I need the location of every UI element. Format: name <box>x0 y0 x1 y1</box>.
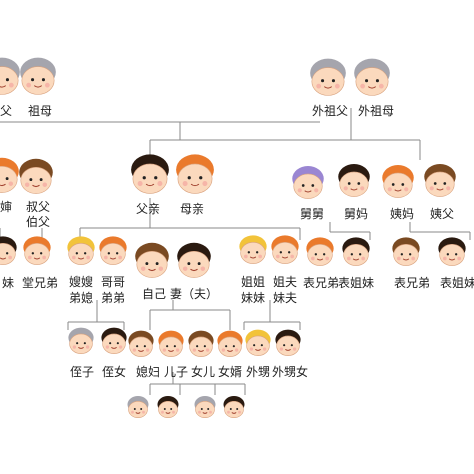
son-in-law-face-icon <box>217 330 243 357</box>
son-face-icon <box>158 330 184 357</box>
sister-in-law-face-icon <box>67 236 95 265</box>
person-label: 弟媳 <box>68 291 94 305</box>
person-label: 表兄弟 <box>393 276 431 290</box>
aunt-face-icon <box>382 165 414 198</box>
person-label: 媳妇 <box>135 365 161 379</box>
person-label: 妹妹 <box>240 291 266 305</box>
uncle-face-icon <box>19 158 53 194</box>
grandfather-face-icon <box>0 57 20 95</box>
person-label: 表姐妹 <box>439 276 474 290</box>
person-label: 堂兄弟 <box>21 276 59 290</box>
person-label: 儿子 <box>163 365 189 379</box>
sister-face-icon <box>239 235 267 264</box>
cousin-face-icon <box>392 237 420 266</box>
nephew-face-icon <box>68 327 94 354</box>
brother-in-law-face-icon <box>271 235 299 264</box>
person-label: 叔父 <box>25 200 51 214</box>
person-label: 姐夫 <box>272 275 298 289</box>
person-label: 舅妈 <box>343 207 369 221</box>
person-label: 女儿 <box>190 365 216 379</box>
uncle-face-icon <box>292 166 324 199</box>
cousin-face-icon <box>342 237 370 266</box>
person-label: 妹 <box>1 276 15 290</box>
spouse-face-icon <box>177 242 211 278</box>
cousin-face-icon <box>23 236 51 265</box>
person-label: 侄子 <box>69 365 95 379</box>
relationship-lines <box>0 108 471 395</box>
mother-face-icon <box>176 154 214 194</box>
person-label: 自己 <box>141 287 167 301</box>
person-label: 表姐妹 <box>337 276 375 290</box>
grandmother-face-icon <box>354 58 390 96</box>
person-label: 侄女 <box>101 365 127 379</box>
person-label: 外甥 <box>245 365 271 379</box>
aunt-face-icon <box>0 157 19 193</box>
person-label: 姨父 <box>429 207 455 221</box>
person-label: 母亲 <box>179 202 205 216</box>
cousin-face-icon <box>438 237 466 266</box>
aunt-face-icon <box>338 164 370 197</box>
nephew-face-icon <box>245 329 271 356</box>
brother-face-icon <box>99 236 127 265</box>
niece-face-icon <box>275 329 301 356</box>
uncle-face-icon <box>424 164 456 197</box>
person-label: 妹夫 <box>272 291 298 305</box>
person-label: 姨妈 <box>389 207 415 221</box>
daughter-in-law-face-icon <box>128 330 154 357</box>
person-label: 哥哥 <box>100 275 126 289</box>
grandchild-face-icon <box>127 396 149 418</box>
person-label: 妻（夫） <box>169 287 219 301</box>
father-face-icon <box>131 154 169 194</box>
grandfather-face-icon <box>310 58 346 96</box>
person-label: 外祖母 <box>357 104 395 118</box>
person-label: 弟弟 <box>100 291 126 305</box>
person-label: 父 <box>0 104 13 118</box>
person-label: 伯父 <box>25 215 51 229</box>
person-label: 女婿 <box>217 365 243 379</box>
person-label: 姐姐 <box>240 275 266 289</box>
grandchild-face-icon <box>157 396 179 418</box>
person-label: 外甥女 <box>271 365 309 379</box>
person-label: 表兄弟 <box>302 276 340 290</box>
person-label: 舅舅 <box>299 207 325 221</box>
grandmother-face-icon <box>20 57 56 95</box>
daughter-face-icon <box>188 330 214 357</box>
person-label: 祖母 <box>27 104 53 118</box>
niece-face-icon <box>101 327 127 354</box>
face-icons <box>0 57 466 418</box>
person-label: 婶 <box>0 200 13 214</box>
person-label: 嫂嫂 <box>68 275 94 289</box>
cousin-face-icon <box>0 236 17 265</box>
self-face-icon <box>135 242 169 278</box>
person-label: 父亲 <box>135 202 161 216</box>
cousin-face-icon <box>306 237 334 266</box>
person-label: 外祖父 <box>311 104 349 118</box>
grandchild-face-icon <box>223 396 245 418</box>
grandchild-face-icon <box>194 396 216 418</box>
